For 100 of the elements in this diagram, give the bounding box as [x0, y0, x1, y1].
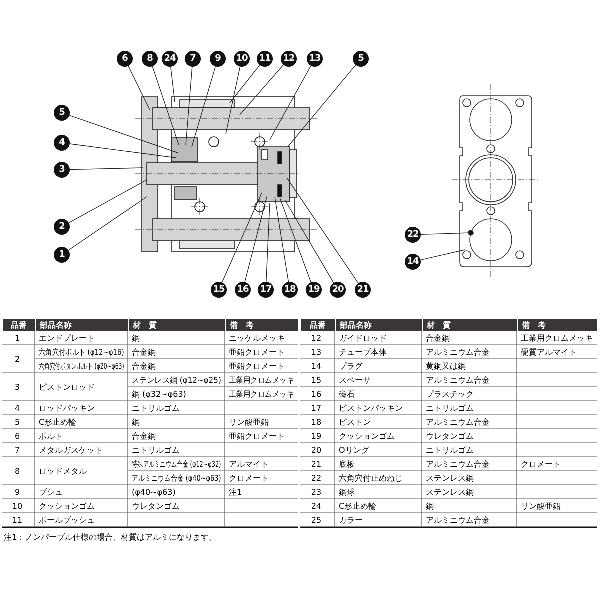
table-cell-text: 合金鋼 [131, 430, 157, 442]
callout-number: 7 [185, 51, 201, 67]
leader-line [274, 196, 290, 282]
table-cell-text: C形止め輪 [338, 500, 378, 512]
table-cell-text: リン酸亜鉛 [228, 416, 270, 428]
table-cell-text: 鋼 (φ32~φ63) [131, 388, 188, 400]
table-cell-text: プラグ [338, 360, 364, 372]
table-cell-text: 六角穴付ボタンボルト (φ20~φ63) [38, 360, 126, 372]
table-cell-text: カラー [338, 514, 364, 526]
table-cell-text: 磁石 [338, 388, 356, 400]
table-cell-text: 13 [310, 346, 323, 358]
table-cell-text: アルミニウム合金 [425, 346, 491, 358]
leader-line [244, 196, 268, 283]
table-cell-text: 6 [14, 430, 22, 442]
table-cell-text: 8 [14, 466, 22, 478]
table-cell-text: ロッドメタル [38, 466, 88, 478]
table-cell-text: 鋼 [131, 416, 141, 428]
table-cell-text: リン酸亜鉛 [520, 500, 562, 512]
callout-number: 6 [117, 51, 133, 67]
callout-number: 1 [54, 247, 70, 263]
leader-line [70, 144, 176, 158]
table-cell-text: 10 [11, 500, 24, 512]
table-cell-text: ニトリルゴム [131, 402, 181, 414]
table-cell-text: ステンレス鋼 [425, 472, 475, 484]
callout-number: 20 [330, 282, 346, 298]
table-cell-text: 15 [310, 374, 323, 386]
table-cell-text: ピストンパッキン [338, 402, 404, 414]
table-cell-text: エンドプレート [38, 332, 96, 344]
table-cell-text: 7 [14, 444, 22, 456]
table-cell-text: 鋼球 [338, 486, 356, 498]
leader-line [288, 64, 356, 148]
leader-line [170, 66, 176, 102]
table-cell-text: 工業用クロムメッキ [228, 374, 296, 386]
table-cell-text: ウレタンゴム [131, 500, 181, 512]
table-cell-text: ニッケルメッキ [228, 332, 286, 344]
leader-line [270, 66, 312, 140]
table-cell-text: 9 [14, 486, 22, 498]
table-cell-text: クッションゴム [38, 500, 96, 512]
table-cell-text: 14 [310, 360, 323, 372]
header-cell: 材 質 [423, 319, 517, 331]
table-cell-text: アルミニウム合金 [425, 514, 491, 526]
table-cell-text: ステンレス鋼 (φ12~φ25) [131, 374, 222, 386]
header-cell: 部品名称 [36, 319, 128, 331]
table-cell-text: 2 [14, 354, 22, 366]
table-cell-text: 特殊アルミニウム合金 (φ12~φ32) [131, 458, 222, 470]
table-cell-text: クッションゴム [338, 430, 396, 442]
leader-line [128, 66, 150, 110]
table-cell-text: アルミニウム合金 (φ40~φ63) [131, 472, 222, 484]
table-cell-text: 17 [310, 402, 323, 414]
callout-number: 21 [355, 282, 371, 298]
table-cell-text: アルミニウム合金 [425, 374, 491, 386]
callout-number: 2 [54, 219, 70, 235]
leader-line [226, 66, 241, 134]
leader-line [280, 198, 312, 283]
table-cell-text: 合金鋼 [131, 346, 157, 358]
table-cell-text: 20 [310, 444, 323, 456]
callout-number: 9 [210, 51, 226, 67]
callout-number: 16 [235, 282, 251, 298]
table-cell-text: 11 [11, 514, 24, 526]
table-cell-text: 亜鉛クロメート [228, 430, 286, 442]
table-cell-text: ピストンロッド [38, 382, 96, 394]
table-cell-text: ブシュ [38, 486, 64, 498]
table-cell-text: 18 [310, 416, 323, 428]
table-cell-text: 鋼 [425, 500, 435, 512]
callout-number: 15 [211, 282, 227, 298]
header-cell: 備 考 [226, 319, 298, 331]
table-cell-text: アルミニウム合金 [425, 458, 491, 470]
callout-number: 3 [54, 162, 70, 178]
callout-number: 24 [162, 51, 178, 67]
leader-line [420, 250, 466, 261]
table-cell-text: 硬質アルマイト [520, 346, 578, 358]
header-cell: 品番 [301, 319, 335, 331]
leader-line [152, 66, 180, 146]
header-cell: 品番 [3, 319, 35, 331]
callout-number: 19 [306, 282, 322, 298]
table-cell-text: アルマイト [228, 458, 270, 470]
table-cell-text: ニトリルゴム [425, 402, 475, 414]
table-cell-text: 底板 [338, 458, 356, 470]
table-cell-text: Oリング [338, 444, 370, 456]
table-cell-text: 24 [310, 500, 323, 512]
table-cell-text: 黄銅又は鋼 [425, 360, 467, 372]
header-cell: 備 考 [518, 319, 597, 331]
leader-line [266, 202, 270, 282]
table-cell-text: ピストン [338, 416, 372, 428]
table-cell-text: 工業用クロムメッキ [228, 388, 296, 400]
table-cell-text: 亜鉛クロメート [228, 360, 286, 372]
callout-number: 14 [405, 254, 421, 270]
leader-line [240, 64, 284, 116]
callout-number: 17 [258, 282, 274, 298]
callout-number: 5 [54, 105, 70, 121]
table-cell-text: 23 [310, 486, 323, 498]
callout-number: 22 [405, 227, 421, 243]
callout-number: 18 [282, 282, 298, 298]
table-cell-text: クロメート [520, 458, 562, 470]
leader-line [286, 178, 359, 284]
leader-line [192, 66, 216, 148]
table-cell-text: 4 [14, 402, 22, 414]
callout-number: 13 [307, 51, 323, 67]
table-cell-text: チューブ本体 [338, 346, 388, 358]
leader-line [68, 180, 148, 224]
